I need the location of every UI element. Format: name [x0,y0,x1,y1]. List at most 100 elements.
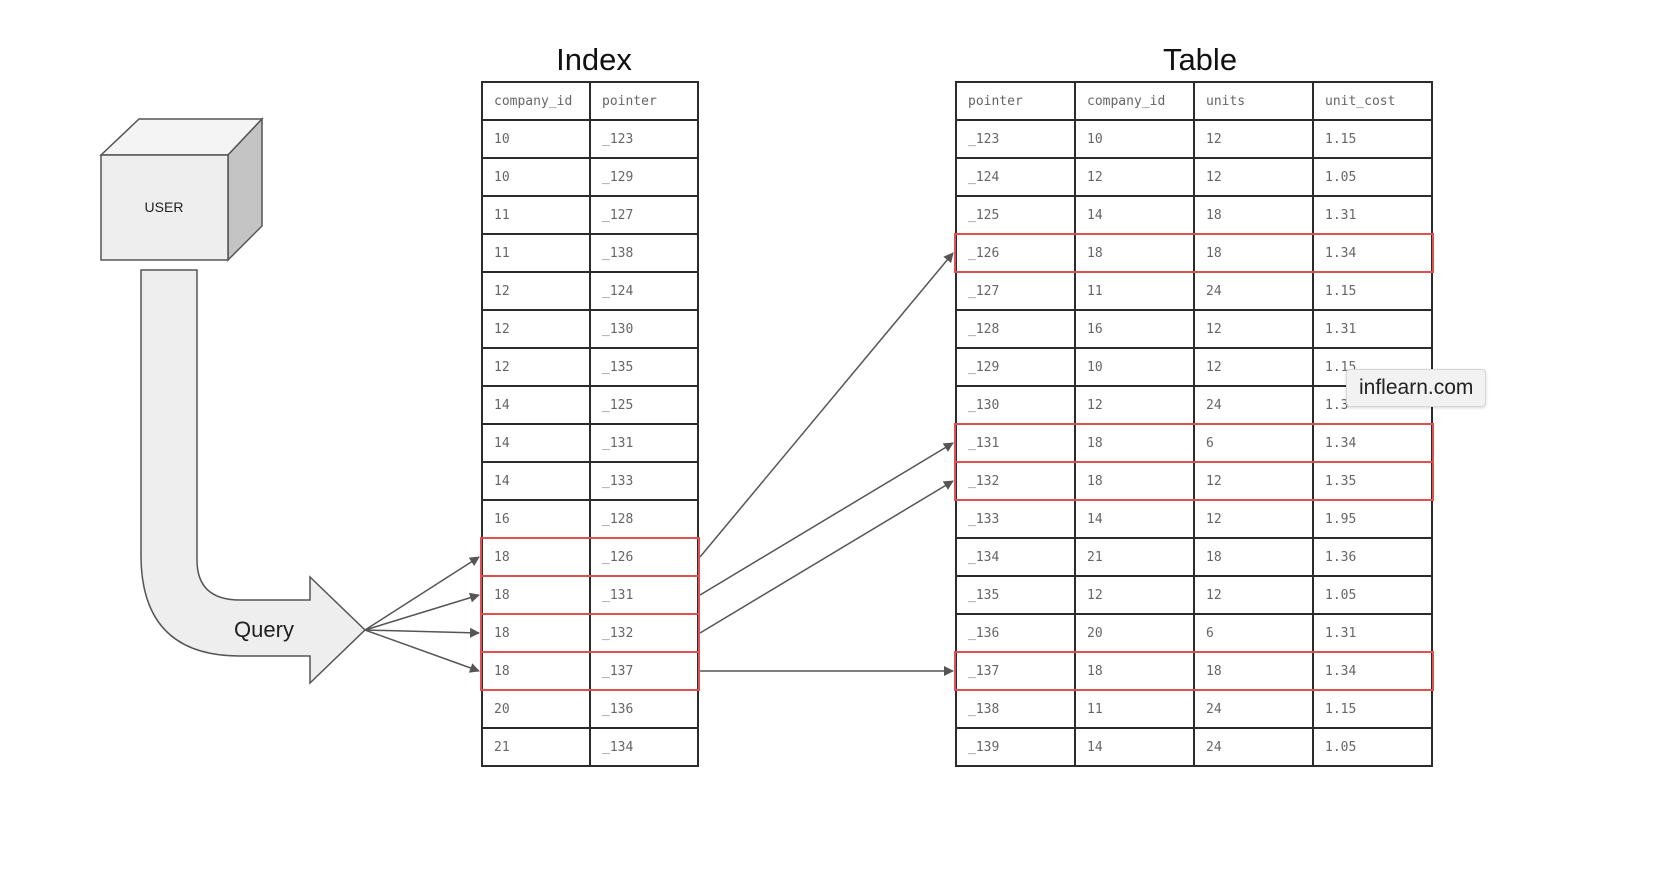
table-cell: 18 [1074,233,1195,273]
table-cell: _139 [955,727,1076,767]
table-cell: 11 [1074,689,1195,729]
index-row: 10_123 [481,119,699,159]
table-cell: _131 [955,423,1076,463]
table-cell: 1.05 [1312,157,1433,197]
table-cell: _129 [955,347,1076,387]
index-row: 12_135 [481,347,699,387]
table-cell: 1.34 [1312,423,1433,463]
table-header-cell: company_id [1074,81,1195,121]
table-cell: _135 [955,575,1076,615]
table-cell: 21 [1074,537,1195,577]
index-cell: _131 [589,575,699,615]
index-cell: 11 [481,233,591,273]
index-cell: 14 [481,423,591,463]
table-cell: 10 [1074,347,1195,387]
table-cell: 24 [1193,385,1314,425]
table-cell: 12 [1193,499,1314,539]
query-fan-arrow [364,556,480,631]
table-cell: 1.05 [1312,727,1433,767]
table-cell: _134 [955,537,1076,577]
index-row: 18_131 [481,575,699,615]
table-cell: 1.31 [1312,309,1433,349]
table-cell: 16 [1074,309,1195,349]
query-fan-arrows [364,556,480,673]
index-cell: 14 [481,385,591,425]
user-cube [99,117,264,262]
pointer-link-arrow [699,480,954,634]
index-cell: _127 [589,195,699,235]
index-cell: _138 [589,233,699,273]
table-cell: 1.31 [1312,195,1433,235]
index-cell: _134 [589,727,699,767]
table-cell: 1.05 [1312,575,1433,615]
query-fan-arrow [364,627,480,638]
watermark-tooltip: inflearn.com [1346,369,1487,407]
table-cell: 1.35 [1312,461,1433,501]
table-cell: 20 [1074,613,1195,653]
index-cell: _129 [589,157,699,197]
table-cell: 18 [1193,651,1314,691]
user-cube-front [100,154,229,261]
pointer-link-arrows [699,252,954,676]
index-cell: 10 [481,119,591,159]
index-row: 21_134 [481,727,699,767]
index-row: 18_132 [481,613,699,653]
index-cell: 11 [481,195,591,235]
table-cell: 1.95 [1312,499,1433,539]
table-header-cell: units [1193,81,1314,121]
table-cell: 12 [1074,385,1195,425]
index-cell: 18 [481,651,591,691]
query-fan-arrow [364,592,480,631]
table-cell: 24 [1193,727,1314,767]
table-cell: 14 [1074,195,1195,235]
index-row: 14_125 [481,385,699,425]
table-cell: 6 [1193,423,1314,463]
table-cell: 14 [1074,499,1195,539]
index-cell: 12 [481,347,591,387]
index-cell: _124 [589,271,699,311]
index-cell: _131 [589,423,699,463]
index-cell: _136 [589,689,699,729]
index-cell: _137 [589,651,699,691]
table-cell: 12 [1193,575,1314,615]
index-cell: 21 [481,727,591,767]
table-cell: 1.31 [1312,613,1433,653]
index-cell: 20 [481,689,591,729]
table-cell: _136 [955,613,1076,653]
index-cell: 14 [481,461,591,501]
index-row: 16_128 [481,499,699,539]
index-row: 14_131 [481,423,699,463]
index-cell: 18 [481,613,591,653]
table-cell: 11 [1074,271,1195,311]
table-cell: 18 [1074,423,1195,463]
table-cell: _123 [955,119,1076,159]
table-cell: _126 [955,233,1076,273]
index-cell: _132 [589,613,699,653]
table-cell: 1.34 [1312,651,1433,691]
table-cell: 1.15 [1312,347,1433,387]
table-title: Table [1162,42,1238,77]
table-cell: _125 [955,195,1076,235]
index-cell: _130 [589,309,699,349]
index-row: 14_133 [481,461,699,501]
index-cell: 16 [481,499,591,539]
index-cell: 10 [481,157,591,197]
table-cell: 1.15 [1312,271,1433,311]
table-cell: 1.36 [1312,537,1433,577]
index-cell: 12 [481,309,591,349]
table-cell: 18 [1074,651,1195,691]
user-label: USER [144,199,184,215]
index-header-cell: company_id [481,81,591,121]
